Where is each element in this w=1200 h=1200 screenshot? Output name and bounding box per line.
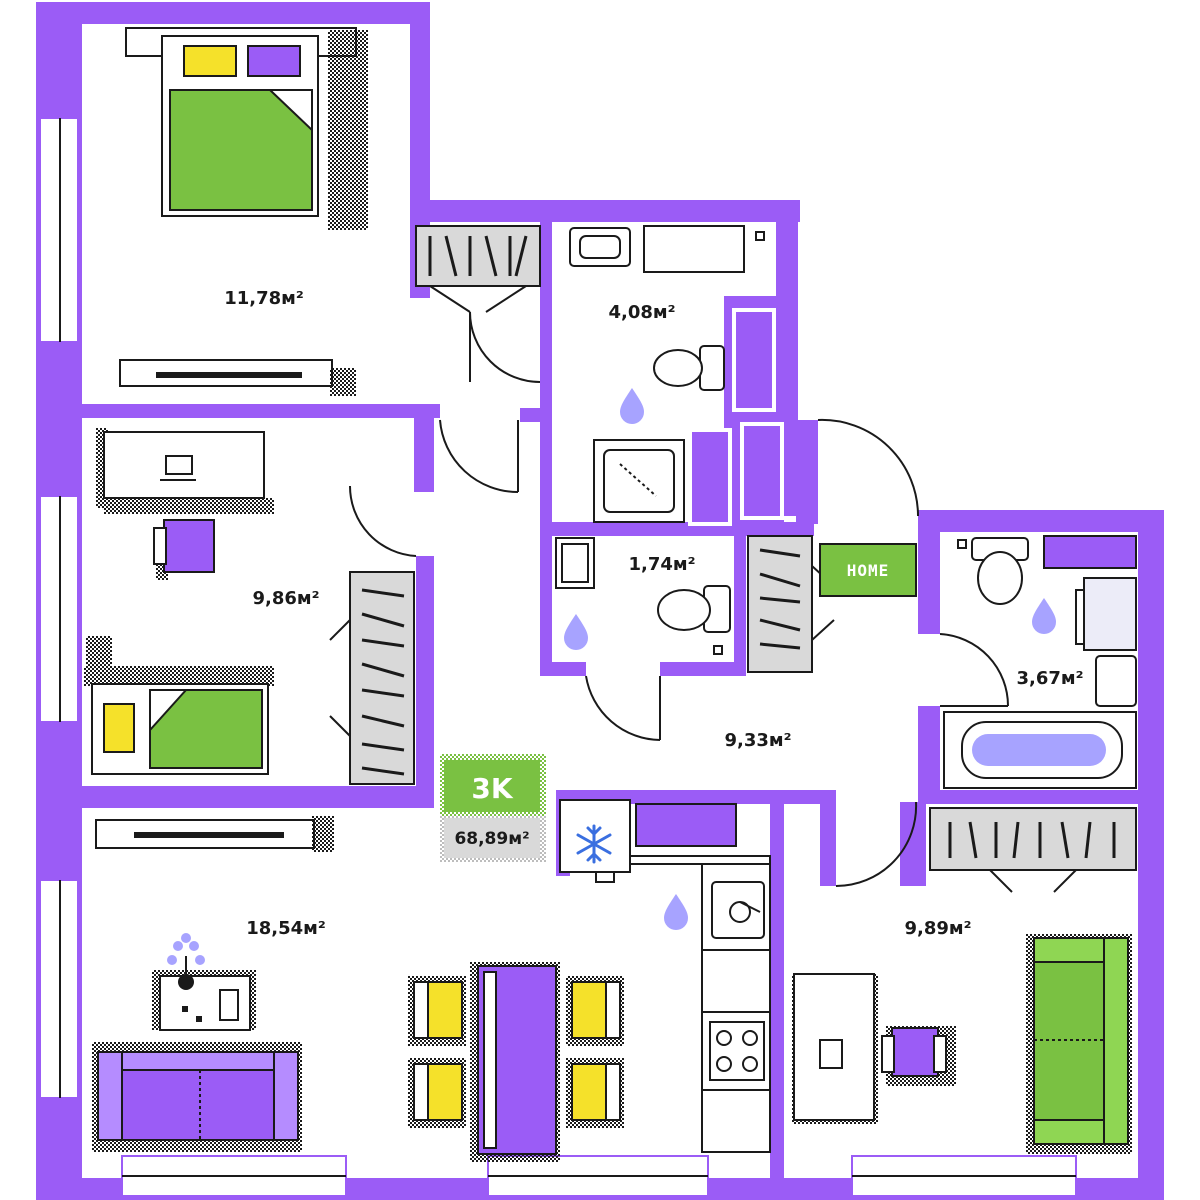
bathroom-1	[569, 225, 784, 526]
single-bed	[84, 636, 274, 775]
area-label-living-kitchen: 18,54м²	[246, 918, 326, 939]
desk-chair	[153, 519, 215, 580]
doors	[348, 311, 1010, 888]
sofa	[92, 1042, 302, 1152]
side-table	[152, 933, 256, 1031]
toilet-room	[555, 537, 731, 655]
water-drop-icon	[620, 388, 644, 424]
green-sofa	[1026, 934, 1132, 1154]
area-label-bathroom-1: 4,08м²	[608, 302, 675, 323]
snowflake-icon	[576, 824, 612, 864]
area-label-bedroom-2: 9,86м²	[252, 588, 319, 609]
bedroom-2	[84, 428, 415, 785]
living-kitchen	[92, 799, 771, 1162]
area-label-hallway: 9,33м²	[724, 730, 791, 751]
double-bed	[161, 35, 319, 217]
walls	[36, 2, 1164, 1200]
bedroom-1	[119, 27, 368, 396]
dining-set	[408, 962, 624, 1162]
area-label-bedroom-3: 9,89м²	[904, 918, 971, 939]
home-sign: HOME	[819, 543, 917, 597]
hall-wardrobe	[747, 535, 835, 673]
water-drop-icon	[664, 894, 688, 930]
area-labels: 11,78м² 4,08м² 9,86м² 1,74м² 3,67м² 9,33…	[224, 288, 1083, 939]
water-drop-icon	[1032, 598, 1056, 634]
apartment-type-badge: 3K 68,89м²	[440, 754, 546, 862]
window-frames	[59, 118, 1076, 1177]
area-label-bathroom-2: 3,67м²	[1016, 668, 1083, 689]
svg-text:HOME: HOME	[847, 561, 890, 580]
wardrobe-corridor	[415, 225, 541, 313]
area-label-bedroom-1: 11,78м²	[224, 288, 304, 309]
water-drop-icon	[564, 614, 588, 650]
flower-vase-icon	[167, 933, 205, 990]
bathroom-2	[943, 535, 1137, 789]
area-label-toilet: 1,74м²	[628, 554, 695, 575]
kitchen	[559, 799, 771, 1153]
svg-text:3K: 3K	[471, 772, 513, 805]
total-area: 68,89м²	[454, 829, 529, 849]
bedroom-3	[792, 807, 1137, 1154]
